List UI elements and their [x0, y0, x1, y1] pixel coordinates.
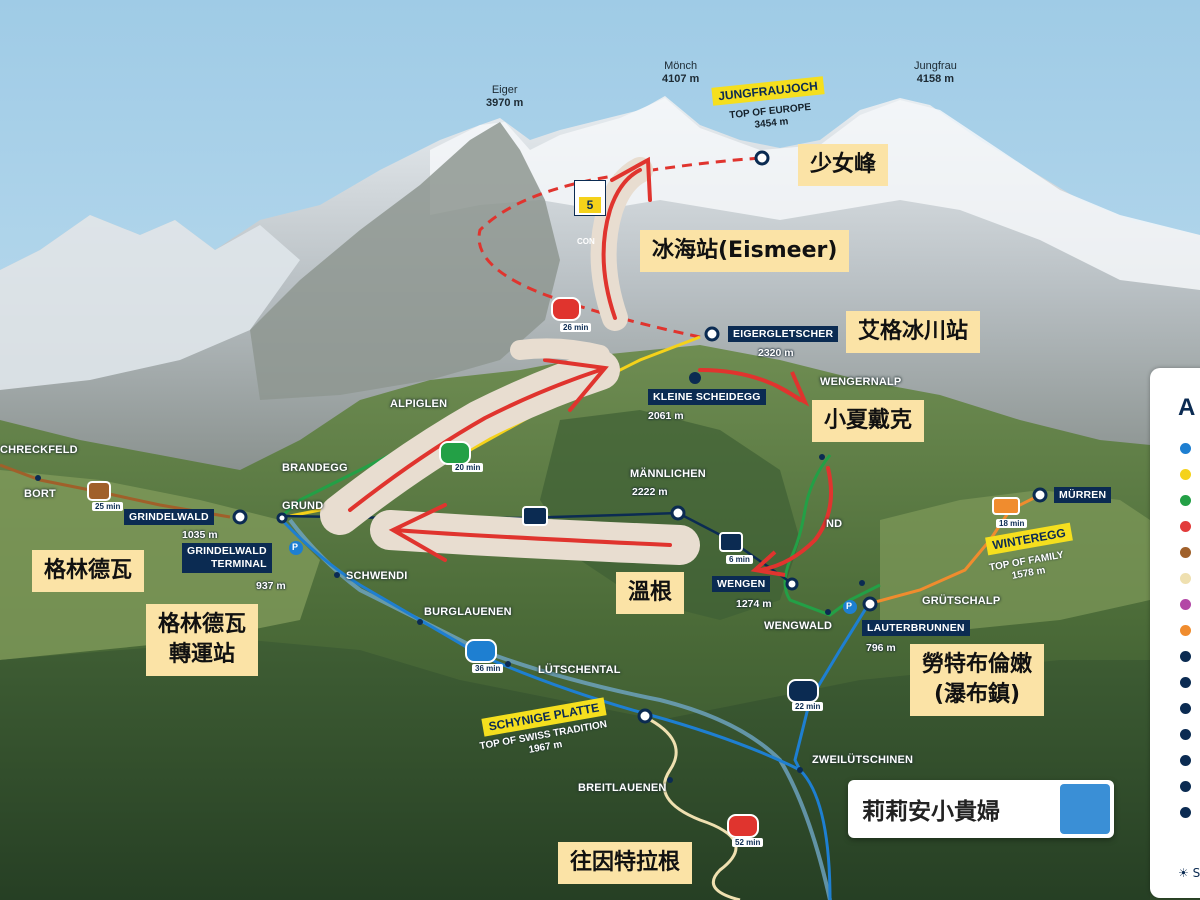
snow-highlights	[430, 98, 1200, 290]
label-schreckfeld: CHRECKFELD	[0, 444, 78, 456]
label-grindelwald-cn: 格林德瓦	[32, 550, 145, 592]
river	[288, 518, 832, 900]
legend-footer: S	[1192, 866, 1200, 880]
parking-letter: P	[292, 542, 299, 552]
legend-color-dot	[1180, 703, 1191, 714]
rail-line-schynige	[644, 715, 741, 900]
label-grindelwald-terminal-cn: 格林德瓦轉運站	[146, 604, 259, 676]
route-arrow-scheidegg-to-wengernalp	[698, 368, 810, 407]
stop-dots	[35, 372, 865, 783]
legend-color-dot	[1180, 625, 1191, 636]
legend-color-dot	[1180, 573, 1191, 584]
time-badge: 20 min	[452, 463, 484, 472]
time-badge: 26 min	[560, 323, 592, 332]
alt-lauterbrunnen: 796 m	[866, 642, 896, 654]
label-luetschental: LÜTSCHENTAL	[538, 664, 621, 676]
legend-color-dot	[1180, 469, 1191, 480]
legend-color-dot	[1180, 521, 1191, 532]
eismeer-partial-sign: 5	[574, 180, 606, 216]
station-wengen[interactable]: WENGEN	[712, 576, 771, 592]
label-kleine-scheidegg-cn: 小夏戴克	[812, 400, 925, 442]
label-burglauenen: BURGLAUENEN	[424, 606, 512, 618]
legend-panel[interactable]: A ☀ S	[1150, 368, 1200, 898]
station-eigergletscher[interactable]: EIGERGLETSCHER	[728, 326, 839, 342]
legend-color-dot	[1180, 495, 1191, 506]
label-breitlauenen: BREITLAUENEN	[578, 782, 667, 794]
label-bort: BORT	[24, 488, 56, 500]
label-eismeer-cn: 冰海站(Eismeer)	[640, 230, 850, 272]
rail-line-jungfrau	[477, 156, 763, 339]
station-kleine-scheidegg[interactable]: KLEINE SCHEIDEGG	[648, 389, 766, 405]
label-schwendi: SCHWENDI	[346, 570, 408, 582]
time-badge: 25 min	[92, 502, 124, 511]
legend-color-dot	[1180, 729, 1191, 740]
legend-color-dot	[1180, 599, 1191, 610]
station-muerren[interactable]: MÜRREN	[1054, 487, 1112, 503]
station-lauterbrunnen[interactable]: LAUTERBRUNNEN	[862, 620, 970, 636]
search-box[interactable]: 莉莉安小貴婦	[848, 780, 1114, 838]
label-grund: GRUND	[282, 500, 324, 512]
station-grindelwald[interactable]: GRINDELWALD	[124, 509, 214, 525]
time-badge: 6 min	[726, 555, 753, 564]
route-arrow-eismeer	[590, 156, 653, 331]
label-alpiglen: ALPIGLEN	[390, 398, 448, 410]
legend-title: A	[1178, 394, 1196, 421]
label-gruetschalp: GRÜTSCHALP	[922, 595, 1001, 607]
label-eigergletscher-cn: 艾格冰川站	[846, 311, 981, 353]
label-wengernalp: WENGERNALP	[820, 376, 902, 388]
search-text: 莉莉安小貴婦	[862, 799, 1000, 825]
time-badge: 22 min	[792, 702, 824, 711]
label-jungfraujoch-cn: 少女峰	[798, 144, 889, 186]
legend-color-dot	[1180, 651, 1191, 662]
legend-color-dot	[1180, 755, 1191, 766]
parking-letter: P	[846, 601, 853, 611]
meadow-right	[880, 490, 1150, 630]
time-badge: 18 min	[996, 519, 1028, 528]
search-button[interactable]	[1060, 784, 1110, 834]
legend-color-dot	[1180, 781, 1191, 792]
label-maennlichen: MÄNNLICHEN	[630, 468, 706, 480]
gondola-icon	[87, 481, 1020, 552]
route-arrow-down-to-grindelwald	[370, 503, 700, 565]
label-lauterbrunnen-cn: 勞特布倫嫩(瀑布鎮)	[910, 644, 1045, 716]
label-interlaken-cn: 往因特拉根	[558, 842, 693, 884]
station-markers	[232, 150, 1048, 724]
rail-line-green-wengen	[783, 454, 881, 617]
alt-wengen: 1274 m	[736, 598, 772, 610]
legend-color-dot	[1180, 443, 1191, 454]
left-snow-peaks	[0, 215, 300, 390]
sun-icon: ☀ S	[1178, 866, 1200, 880]
rail-line-blue	[280, 518, 832, 900]
eismeer-partial-subtitle: CON	[577, 237, 595, 246]
label-brandegg: BRANDEGG	[282, 462, 348, 474]
parking-icon	[289, 541, 857, 614]
label-zweiluetschinen: ZWEILÜTSCHINEN	[812, 754, 914, 766]
alt-eigergletscher: 2320 m	[758, 347, 794, 359]
time-badge: 52 min	[732, 838, 764, 847]
label-wengwald: WENGWALD	[764, 620, 833, 632]
legend-color-dot	[1180, 677, 1191, 688]
alt-maennlichen: 2222 m	[632, 486, 668, 498]
forest-upper	[540, 410, 800, 620]
label-partial-nd: ND	[826, 518, 843, 530]
legend-color-dot	[1180, 807, 1191, 818]
alt-grindelwald: 1035 m	[182, 529, 218, 541]
alt-kleine-scheidegg: 2061 m	[648, 410, 684, 422]
eiger-face	[250, 122, 560, 400]
alt-grindelwald-terminal: 937 m	[256, 580, 286, 592]
train-icon	[439, 297, 819, 838]
time-badge: 36 min	[472, 664, 504, 673]
legend-color-dot	[1180, 547, 1191, 558]
label-wengen-cn: 溫根	[616, 572, 685, 614]
route-arrow-up-to-scheidegg	[320, 338, 620, 535]
route-arrow-to-wengen	[750, 466, 833, 577]
